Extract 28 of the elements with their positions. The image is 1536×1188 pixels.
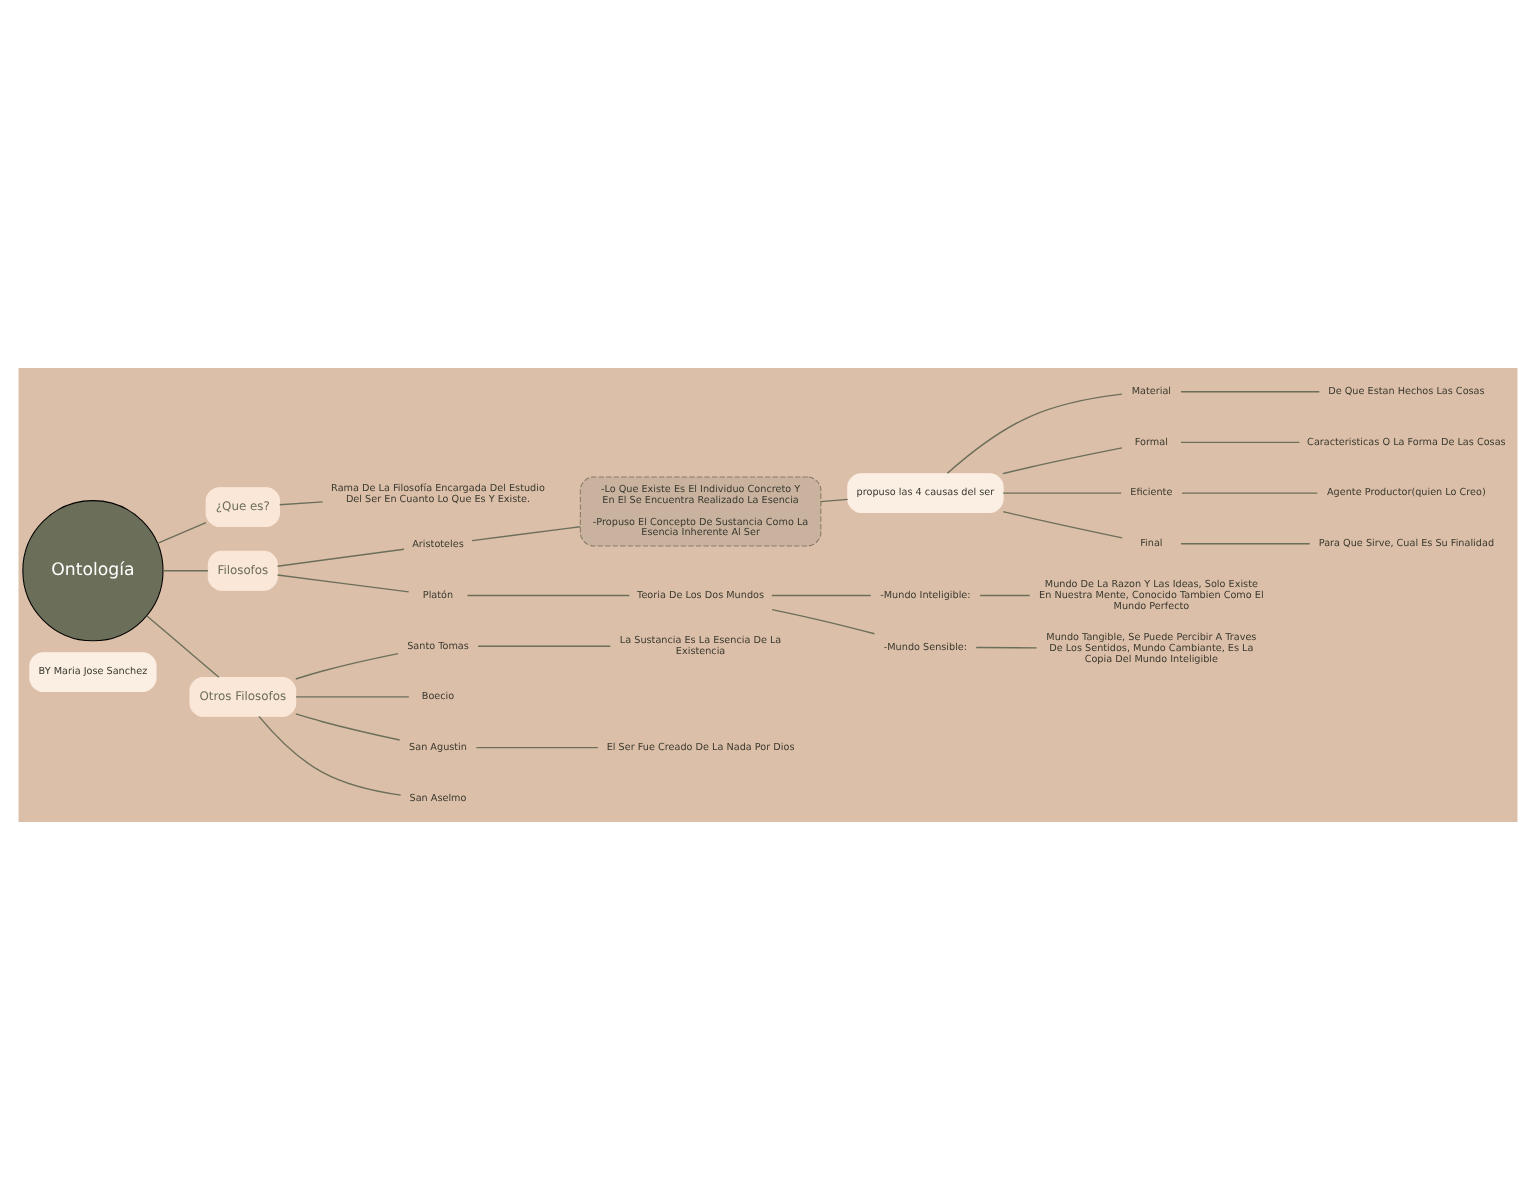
connector <box>276 547 405 566</box>
connector <box>156 520 207 544</box>
connector <box>477 644 611 646</box>
connector <box>471 525 581 541</box>
node-circle: Ontología <box>22 499 164 641</box>
connector <box>295 651 399 679</box>
connector <box>1180 440 1301 443</box>
connector <box>146 614 220 678</box>
connector <box>1002 446 1123 474</box>
connector <box>1180 390 1321 392</box>
connector <box>946 392 1123 474</box>
connector <box>979 593 1031 596</box>
connector <box>279 500 324 505</box>
connector <box>475 745 599 748</box>
connector <box>466 593 631 596</box>
connector <box>1002 491 1122 493</box>
connector <box>1180 542 1311 544</box>
connector <box>276 573 410 592</box>
connector <box>1181 491 1318 493</box>
connector <box>820 497 849 502</box>
connector <box>258 714 402 795</box>
connector <box>975 645 1038 648</box>
connector <box>771 593 872 596</box>
connector <box>771 607 876 634</box>
connector <box>1002 510 1123 538</box>
connector <box>295 695 410 697</box>
connector <box>162 569 209 571</box>
connector <box>295 712 401 740</box>
